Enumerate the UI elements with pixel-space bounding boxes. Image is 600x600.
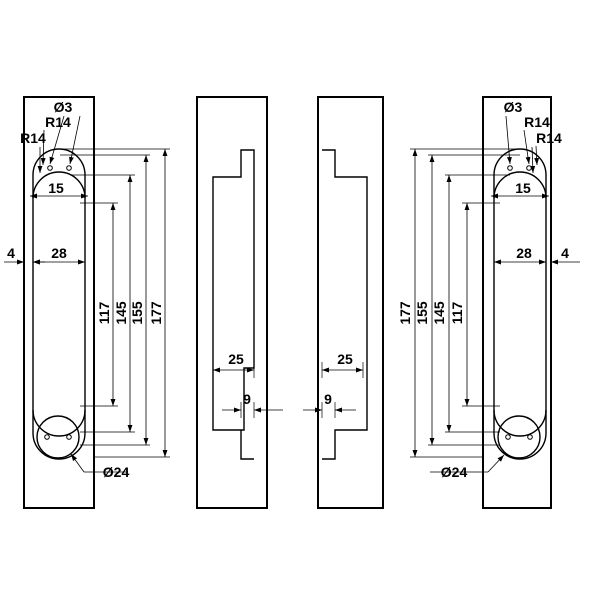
right-front-body xyxy=(482,96,552,509)
left-side-dim-9: 9 xyxy=(243,391,251,407)
left-front-hole xyxy=(66,434,72,440)
right-front-bottom-arc xyxy=(493,409,547,437)
left-front-top-arc xyxy=(32,171,86,199)
left-label-d3: Ø3 xyxy=(54,99,73,115)
left-front-view: 117 145 155 177 28 4 15 Ø3 R14 R14 Ø24 xyxy=(4,96,170,509)
right-front-view: 117 145 155 177 28 4 15 Ø3 R14 R14 Ø24 xyxy=(397,96,580,509)
left-front-bottom-arc xyxy=(32,409,86,437)
left-dim-145: 145 xyxy=(113,301,129,325)
right-front-top-arc xyxy=(493,171,547,199)
left-dim-155: 155 xyxy=(129,301,145,325)
right-dim-117: 117 xyxy=(449,301,465,324)
left-side-dim-25: 25 xyxy=(228,351,244,367)
left-dim-15: 15 xyxy=(48,180,64,196)
left-front-hole xyxy=(66,165,72,171)
right-side-pocket xyxy=(322,149,368,460)
right-label-r14-side: R14 xyxy=(536,130,562,146)
left-label-r14-top: R14 xyxy=(45,114,71,130)
left-front-hole xyxy=(47,165,53,171)
right-dim-28: 28 xyxy=(516,245,532,261)
right-side-view: 25 9 xyxy=(303,96,384,509)
left-dim-177: 177 xyxy=(148,301,164,325)
right-front-bottom-circle xyxy=(497,415,541,459)
left-dim-28: 28 xyxy=(51,245,67,261)
left-front-hole xyxy=(44,434,50,440)
right-front-slot-outline xyxy=(493,148,547,460)
right-dim-177: 177 xyxy=(397,301,413,325)
left-side-pocket xyxy=(212,149,255,460)
right-dim-15: 15 xyxy=(515,180,531,196)
left-side-view: 25 9 xyxy=(196,96,283,509)
left-front-slot-outline xyxy=(32,148,86,460)
right-dim-155: 155 xyxy=(414,301,430,325)
right-side-body xyxy=(317,96,384,509)
right-label-d3: Ø3 xyxy=(504,99,523,115)
left-front-bottom-circle xyxy=(36,415,80,459)
right-front-hole xyxy=(505,434,511,440)
right-side-dim-25: 25 xyxy=(337,351,353,367)
left-side-body xyxy=(196,96,268,509)
right-label-d24: Ø24 xyxy=(441,464,468,480)
right-side-dim-9: 9 xyxy=(324,391,332,407)
right-dim-145: 145 xyxy=(431,301,447,325)
right-front-hole xyxy=(507,165,513,171)
right-front-hole xyxy=(527,434,533,440)
left-front-body xyxy=(23,96,95,509)
left-label-d24: Ø24 xyxy=(103,464,130,480)
right-label-r14-top: R14 xyxy=(524,114,550,130)
left-dim-117: 117 xyxy=(96,301,112,324)
right-front-hole xyxy=(526,165,532,171)
right-dim-4: 4 xyxy=(561,245,569,261)
left-label-r14-side: R14 xyxy=(20,130,46,146)
left-dim-4: 4 xyxy=(7,245,15,261)
